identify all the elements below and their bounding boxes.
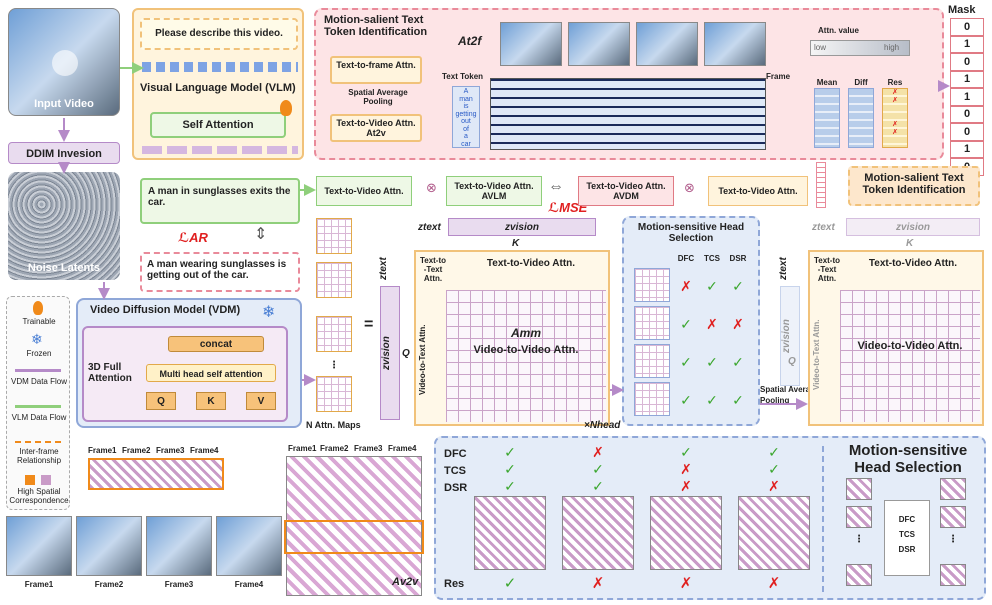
flow-arrows [0,0,992,605]
